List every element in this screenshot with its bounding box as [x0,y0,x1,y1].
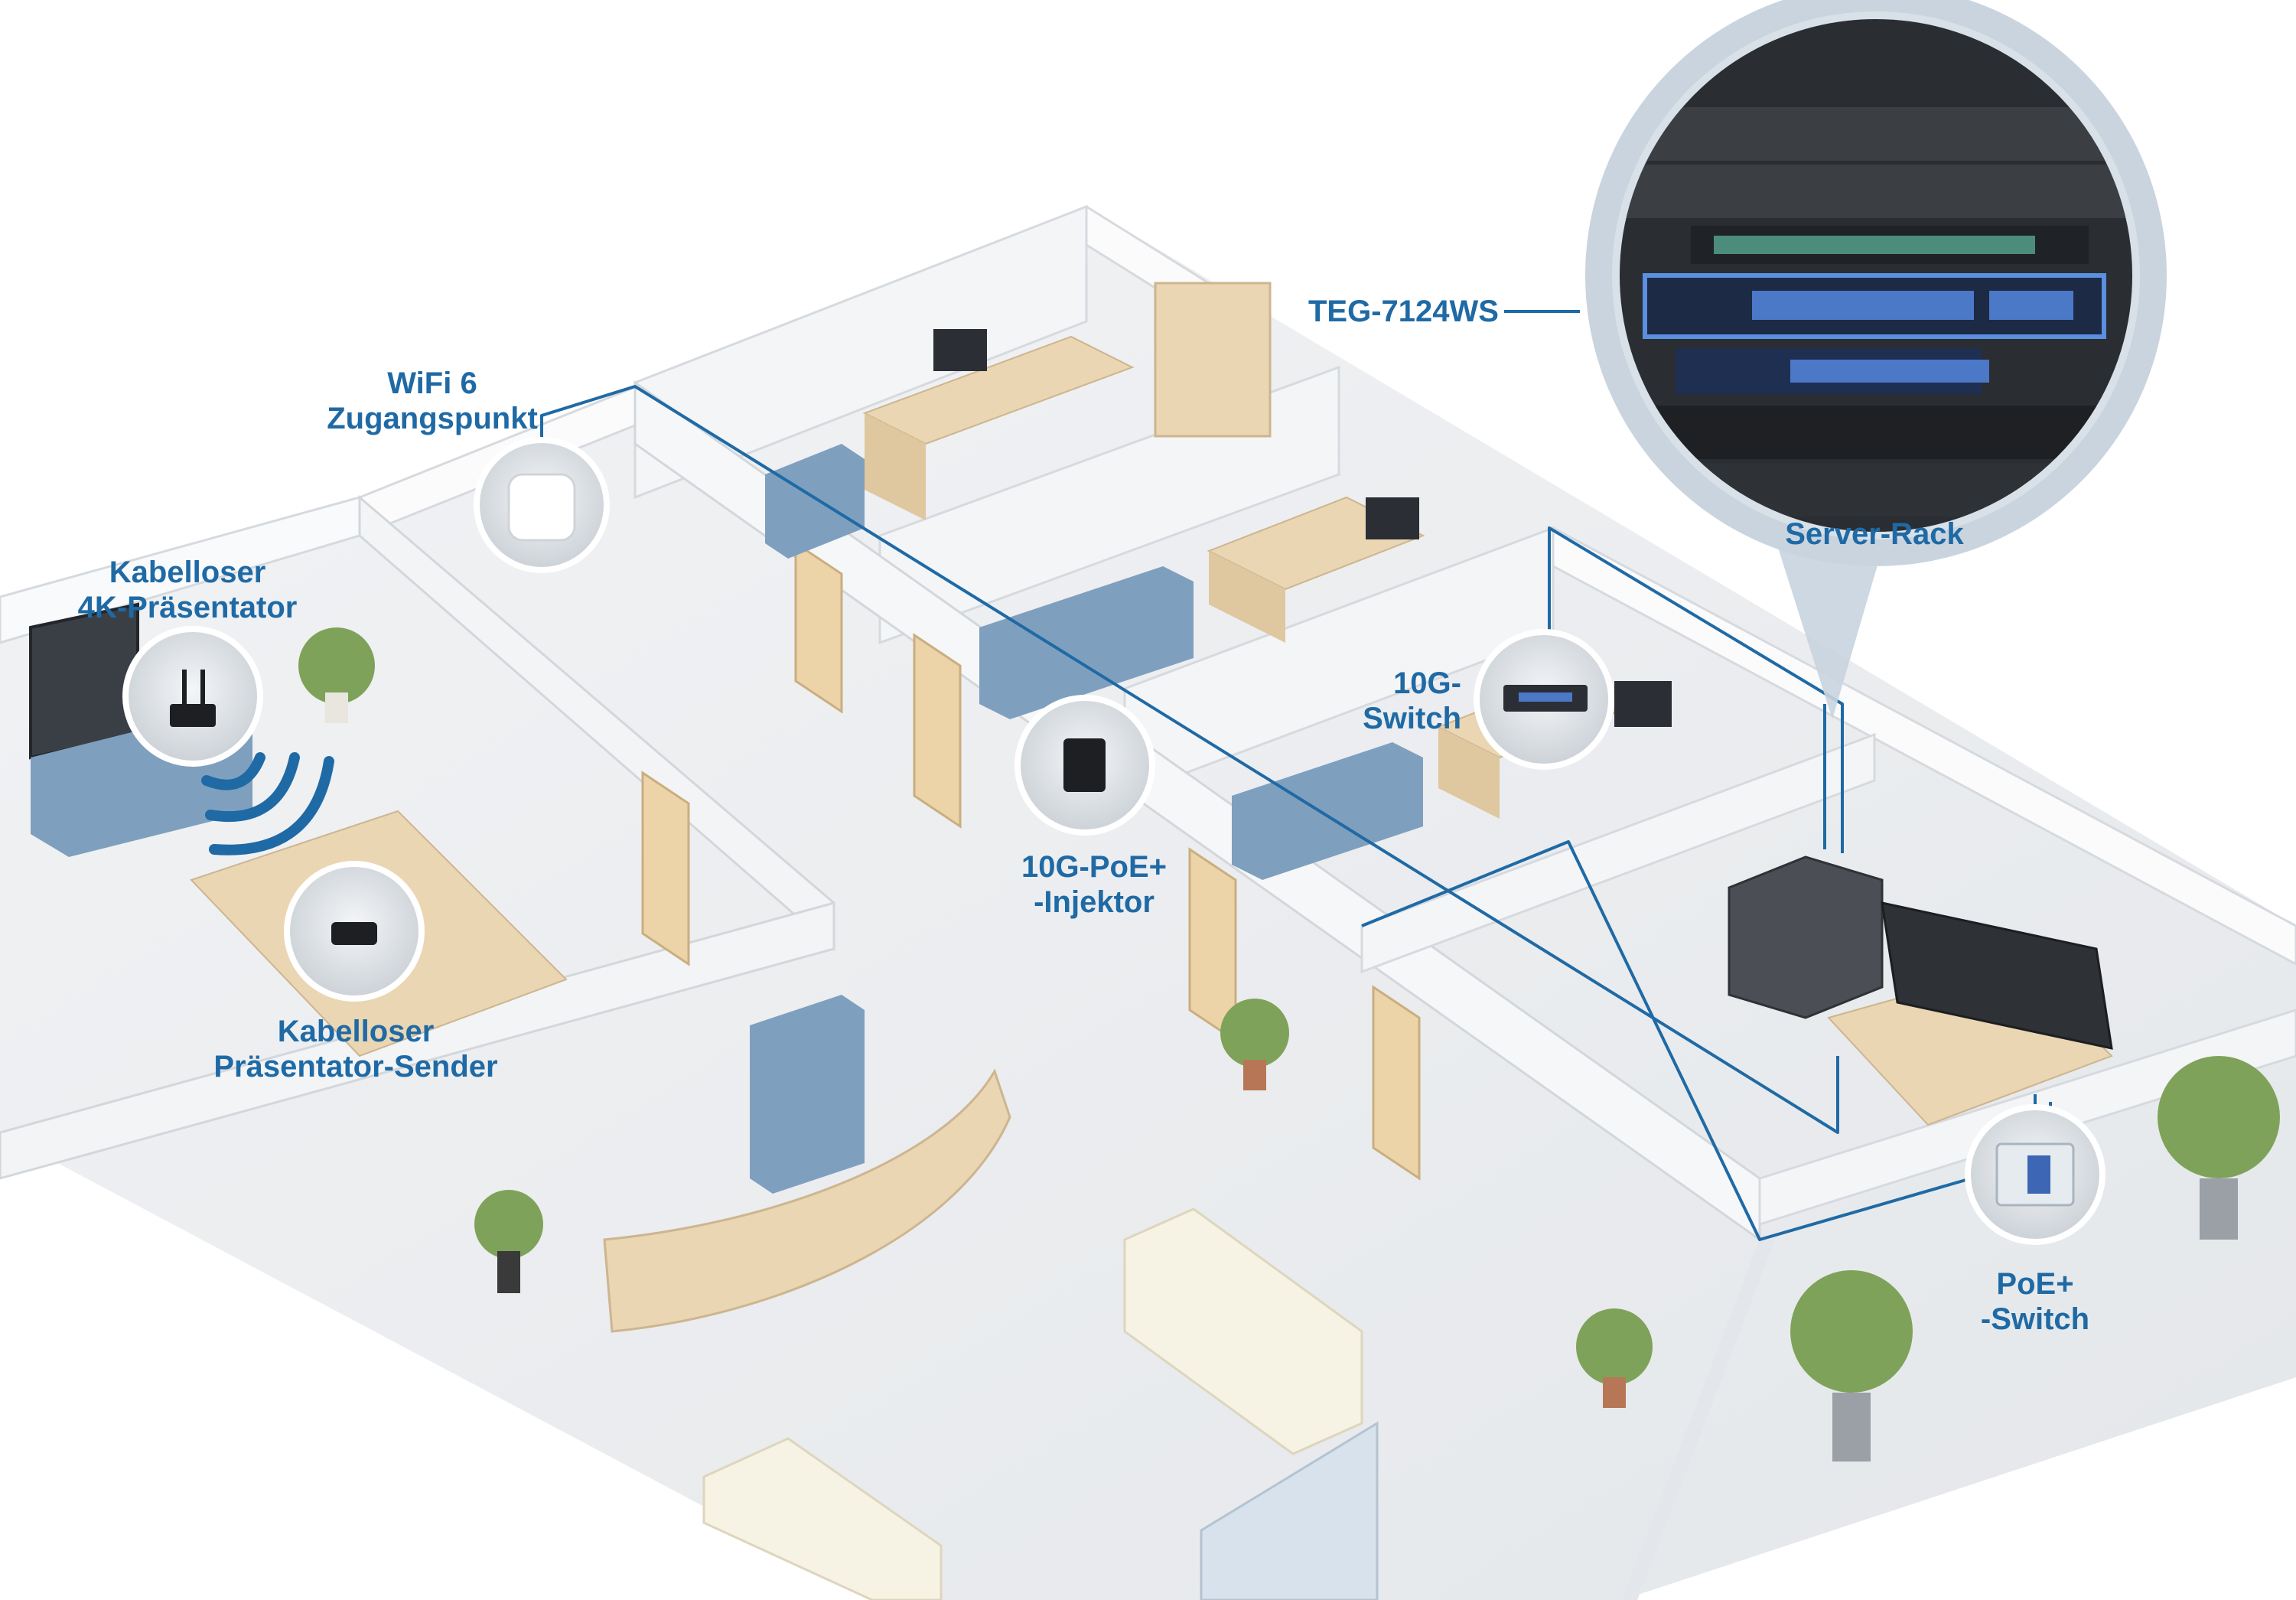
plant [474,1190,543,1293]
doors [641,541,1421,1181]
link-wifi-to-rack [540,385,1839,1134]
monitor [1366,497,1419,539]
injector-icon [1063,738,1106,792]
sofa [702,1437,943,1600]
poe-switch-bubble [1965,1104,2105,1245]
cabinet [1232,742,1423,880]
entrance-door [1200,1421,1379,1600]
cabinet [979,566,1194,719]
access-point-icon [507,473,576,542]
office-wall-1 [633,204,1088,500]
label-line: Zugangspunkt [327,402,538,435]
wifi-access-point-bubble [474,437,610,573]
device-bubbles [122,437,2105,1245]
monitor [933,329,987,371]
rack-photo [1616,15,2136,536]
plant [1220,999,1289,1090]
label-line: Kabelloser [277,1015,435,1048]
label-line: 10G-PoE+ [1021,850,1168,884]
desk-front [865,413,926,520]
label-switch-10g: 10G- Switch [1316,666,1461,736]
control-room-wall [1360,732,1876,974]
switch-10g-bubble [1474,629,1614,770]
label-line: WiFi 6 [387,367,477,400]
label-line: 10G- [1393,666,1461,700]
monitor-wall [1881,901,2113,1050]
door [641,771,690,966]
plant [1576,1308,1653,1408]
wireless-signal-icon [201,752,334,855]
door [1372,985,1421,1181]
sofa [1123,1207,1363,1455]
plants [298,627,2280,1462]
label-teg-7124ws: TEG-7124WS [1308,295,1499,328]
display-cabinet [750,995,865,1194]
label-line: Switch [1363,702,1461,735]
desk-front [1438,727,1500,819]
presenter-icon [170,704,216,727]
server-rack-callout [1585,0,2167,719]
server-rack [1728,855,1884,1019]
label-line: -Switch [1980,1302,2090,1336]
reception-desk [603,1068,1011,1333]
plant [298,627,375,723]
monitor [1614,681,1672,727]
label-line: Kabelloser [109,556,266,589]
presenter-4k-bubble [122,626,263,767]
outer-wall-right [1552,526,2296,966]
plant [2158,1056,2280,1240]
label-line: PoE+ [1996,1267,2074,1301]
label-line: 4K-Präsentator [77,591,298,624]
sender-icon [331,922,377,945]
bookshelf [1154,282,1272,438]
tv-screen [29,602,139,760]
label-wifi-access-point: WiFi 6 Zugangspunkt [306,366,559,436]
link-10g-switch [1548,526,1844,853]
desk-front [1209,551,1285,643]
plant [1790,1270,1913,1462]
label-server-rack: Server-Rack [1785,517,1964,551]
label-line: -Injektor [1034,885,1155,919]
label-poe-injector: 10G-PoE+ -Injektor [979,849,1209,920]
front-wall [1622,1240,1775,1600]
door [794,541,843,714]
door [913,633,962,829]
label-presenter-4k: Kabelloser 4K-Präsentator [61,555,314,625]
label-poe-switch: PoE+ -Switch [1928,1266,2142,1337]
poe-injector-bubble [1014,695,1155,836]
label-presenter-sender: Kabelloser Präsentator-Sender [191,1014,520,1084]
label-line: Präsentator-Sender [213,1050,498,1084]
cabinet [765,444,865,559]
presenter-sender-bubble [284,861,425,1002]
